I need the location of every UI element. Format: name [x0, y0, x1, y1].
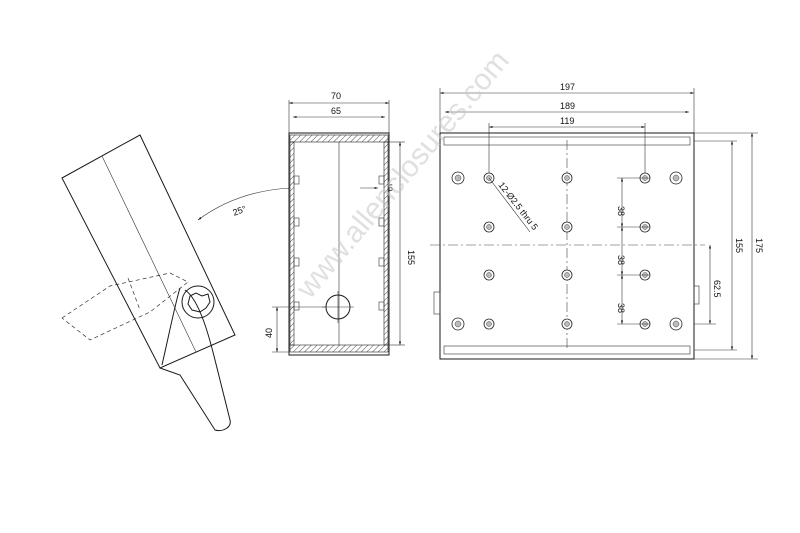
dim-plate-height: 155: [734, 238, 744, 253]
dim-overall-height: 175: [754, 238, 764, 253]
dim-slot: 5: [388, 183, 393, 193]
section-view: 70 65 5: [264, 91, 416, 356]
left-wall-hatch: [289, 141, 295, 346]
dim-pitch-2: 38: [616, 255, 626, 265]
bracket-arm: [159, 289, 231, 431]
pivot-key: [187, 292, 211, 313]
wall-slots: [293, 175, 385, 311]
dim-half-height: 62.5: [712, 280, 722, 298]
right-clip: [693, 285, 700, 305]
dim-inner-width: 65: [331, 106, 341, 116]
dim-hole-height: 40: [264, 328, 274, 338]
plan-view: 197 189 119: [430, 82, 764, 360]
dim-hole-span: 119: [560, 116, 574, 126]
dim-section-height: 155: [406, 250, 416, 265]
watermark: www.allenclosures.com: [289, 44, 515, 305]
top-cover-hatch: [289, 134, 389, 143]
dim-plate-length: 189: [560, 101, 575, 111]
bottom-cover-hatch: [289, 344, 389, 353]
angle-arc: [197, 187, 291, 221]
dim-overall-length: 197: [560, 82, 575, 92]
section-body-outline: [288, 132, 390, 356]
dim-outer-width: 70: [331, 91, 341, 101]
alternate-position-edge: [127, 277, 141, 311]
right-wall-hatch: [383, 141, 389, 346]
bracket-arm-edge: [161, 287, 181, 366]
tilt-view: 25°: [61, 134, 291, 431]
tilted-enclosure-centerline: [101, 155, 197, 353]
pivot-hub: [181, 285, 215, 319]
plan-body-outline: [439, 132, 695, 360]
angle-label: 25°: [231, 204, 248, 218]
dim-pitch-1: 38: [616, 206, 626, 216]
hole-callout: 12-Ø2.5 thru 5: [496, 180, 540, 232]
tilted-enclosure-outline: [61, 134, 236, 369]
dim-pitch-3: 38: [616, 303, 626, 313]
alternate-position-outline: [61, 272, 189, 341]
left-clip: [433, 291, 441, 315]
hole-callout-leader: [488, 177, 531, 233]
